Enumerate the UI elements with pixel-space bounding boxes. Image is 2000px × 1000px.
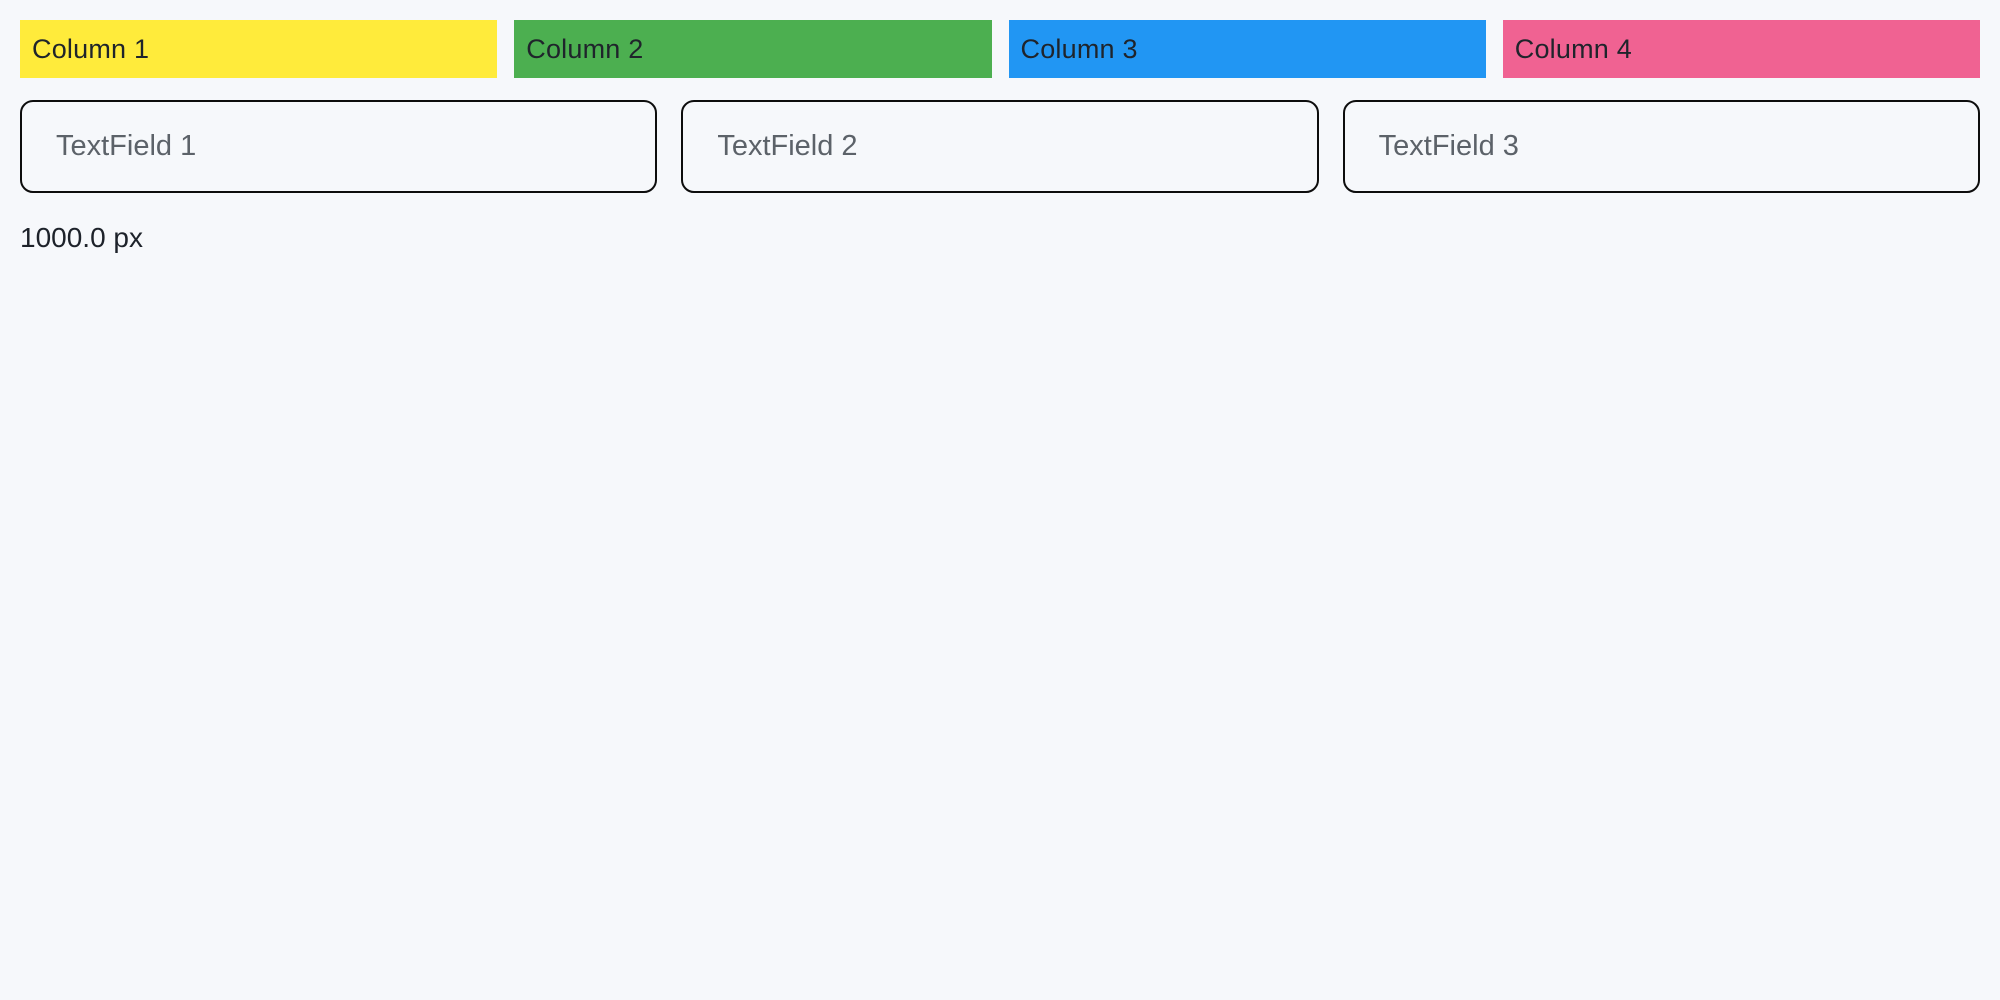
width-label: 1000.0 px — [20, 222, 143, 253]
columns-row: Column 1 Column 2 Column 3 Column 4 — [0, 0, 2000, 78]
textfield-3[interactable] — [1342, 100, 1980, 193]
textfield-1[interactable] — [20, 100, 658, 193]
column-chip-3: Column 3 — [1008, 20, 1486, 78]
textfield-2[interactable] — [681, 100, 1319, 193]
column-chip-2: Column 2 — [514, 20, 992, 78]
column-chip-4-label: Column 4 — [1514, 33, 1632, 64]
column-chip-1: Column 1 — [20, 20, 498, 78]
column-chip-3-label: Column 3 — [1020, 33, 1138, 64]
column-chip-4: Column 4 — [1502, 20, 1980, 78]
textfields-row — [0, 78, 2000, 193]
column-chip-2-label: Column 2 — [526, 33, 644, 64]
column-chip-1-label: Column 1 — [32, 33, 150, 64]
